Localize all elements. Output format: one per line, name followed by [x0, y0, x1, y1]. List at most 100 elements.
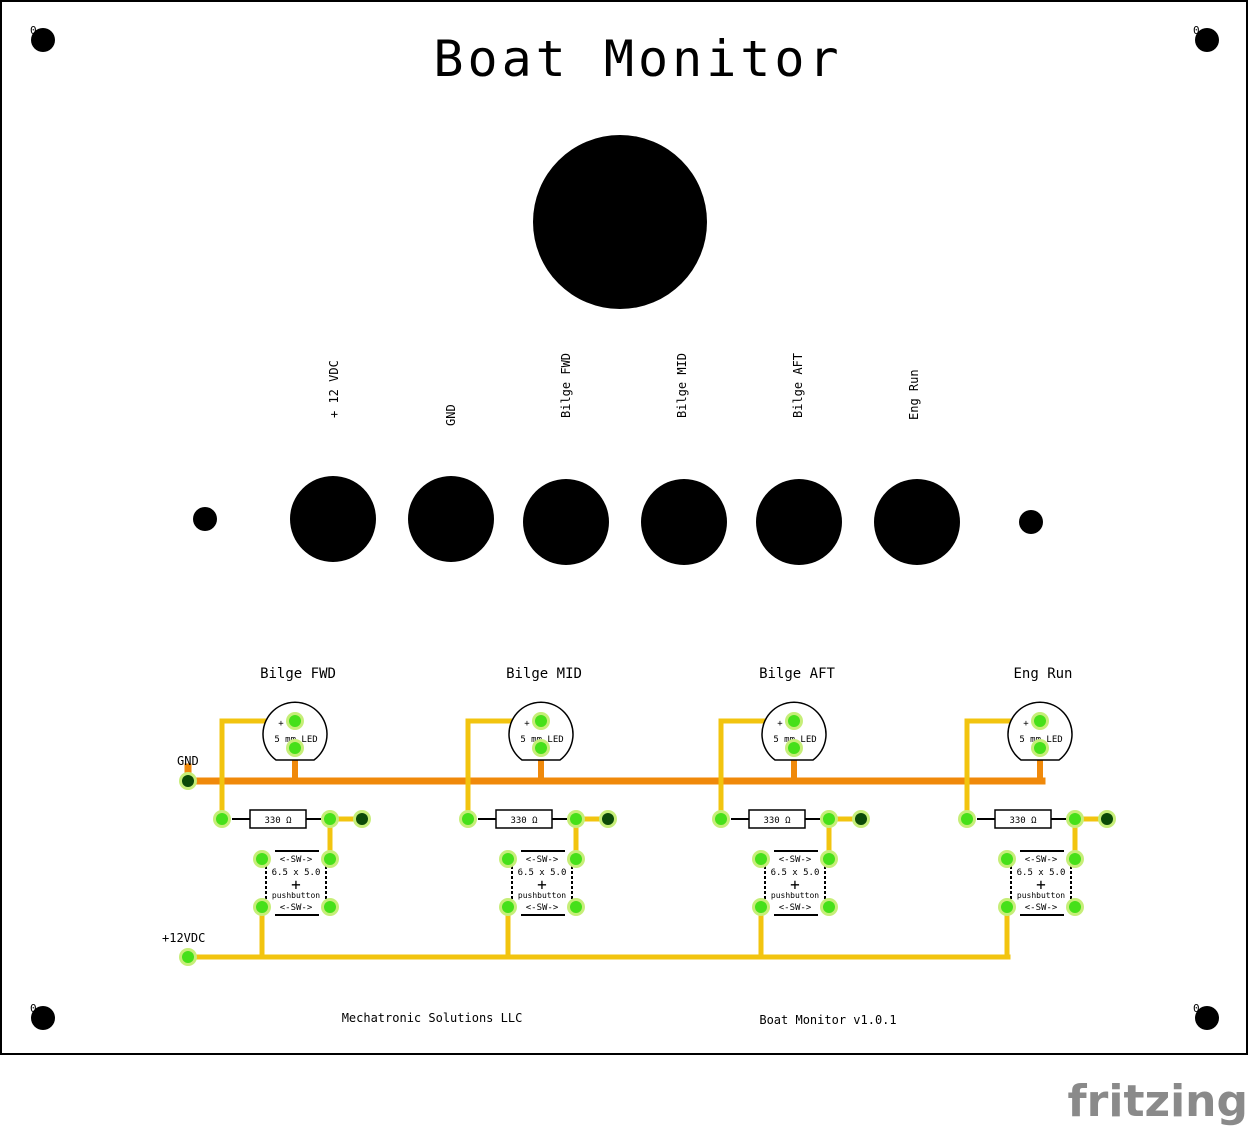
button-sw-label: <-SW->: [526, 903, 559, 913]
led-cathode-pad-hole: [1034, 742, 1046, 754]
resistor-body: [994, 809, 1052, 829]
resistor-left-pad-hole: [961, 813, 973, 825]
resistor-left-pad-hole: [462, 813, 474, 825]
button-sw-label: <-SW->: [1025, 855, 1058, 865]
terminal-hole-bilge-mid: [641, 479, 727, 565]
version-label: Boat Monitor v1.0.1: [759, 1013, 896, 1027]
solder-pads: [179, 712, 1116, 966]
led-cathode-pad-hole: [289, 742, 301, 754]
signal-pad-hole: [1101, 813, 1113, 825]
button-sw-label: <-SW->: [280, 903, 313, 913]
corner-mark: 0: [1193, 1002, 1200, 1015]
button-pad-hole: [755, 853, 767, 865]
corner-mark: 0: [30, 1002, 37, 1015]
led-outline: [508, 701, 574, 761]
gnd-rail-pad-hole: [182, 775, 194, 787]
terminal-label-bilge-fwd: Bilge FWD: [559, 353, 573, 418]
small-hole-left: [193, 507, 217, 531]
button-plus-label: +: [291, 875, 301, 894]
mounting-hole-bottom-left: [31, 1006, 55, 1030]
button-sw-label: <-SW->: [779, 903, 812, 913]
fritzing-watermark: fritzing: [1068, 1076, 1248, 1126]
button-pad-hole: [1001, 853, 1013, 865]
signal-pad-hole: [602, 813, 614, 825]
signal-pad-hole: [855, 813, 867, 825]
button-sw-label: <-SW->: [779, 855, 812, 865]
terminal-label-bilge-aft: Bilge AFT: [791, 353, 805, 418]
terminal-hole-bilge-aft: [756, 479, 842, 565]
terminal-holes: [290, 476, 960, 565]
led-outline: [1007, 701, 1073, 761]
led-anode-pad-hole: [788, 715, 800, 727]
terminal-labels: + 12 VDC GND Bilge FWD Bilge MID Bilge A…: [327, 353, 921, 426]
button-pad-hole: [1001, 901, 1013, 913]
resistor-right-pad-hole: [324, 813, 336, 825]
button-pad-hole: [755, 901, 767, 913]
resistor-left-pad-hole: [216, 813, 228, 825]
terminal-label-eng-run: Eng Run: [907, 369, 921, 420]
button-pad-hole: [570, 901, 582, 913]
button-sw-label: <-SW->: [280, 855, 313, 865]
button-size-label: 6.5 x 5.0: [518, 868, 567, 878]
mounting-hole-bottom-right: [1195, 1006, 1219, 1030]
resistor-body: [249, 809, 307, 829]
button-type-label: pushbutton: [272, 891, 320, 900]
resistor-right-pad-hole: [823, 813, 835, 825]
board-title: Boat Monitor: [433, 30, 842, 88]
button-plus-label: +: [537, 875, 547, 894]
resistor-label: 330 Ω: [510, 816, 538, 826]
resistor-label: 330 Ω: [264, 816, 292, 826]
button-plus-label: +: [790, 875, 800, 894]
led-polarity-mark: +: [524, 719, 530, 729]
button-size-label: 6.5 x 5.0: [1017, 868, 1066, 878]
resistor-left-pad-hole: [715, 813, 727, 825]
resistor-right-pad-hole: [570, 813, 582, 825]
mounting-hole-top-left: [31, 28, 55, 52]
channel-title: Bilge AFT: [759, 666, 835, 682]
signal-pad-hole: [356, 813, 368, 825]
led-anode-pad-hole: [289, 715, 301, 727]
button-pad-hole: [502, 853, 514, 865]
resistor-label: 330 Ω: [1009, 816, 1037, 826]
button-pad-hole: [256, 853, 268, 865]
channel-title: Eng Run: [1013, 666, 1072, 682]
button-pad-hole: [256, 901, 268, 913]
led-polarity-mark: +: [777, 719, 783, 729]
button-plus-label: +: [1036, 875, 1046, 894]
resistor-body: [748, 809, 806, 829]
button-type-label: pushbutton: [771, 891, 819, 900]
terminal-hole-gnd: [408, 476, 494, 562]
button-type-label: pushbutton: [1017, 891, 1065, 900]
resistor-label: 330 Ω: [763, 816, 791, 826]
button-sw-label: <-SW->: [526, 855, 559, 865]
led-outline: [262, 701, 328, 761]
resistor-right-pad-hole: [1069, 813, 1081, 825]
button-pad-hole: [1069, 853, 1081, 865]
terminal-hole-12vdc: [290, 476, 376, 562]
company-label: Mechatronic Solutions LLC: [342, 1011, 523, 1025]
led-polarity-mark: +: [278, 719, 284, 729]
button-type-label: pushbutton: [518, 891, 566, 900]
gnd-rail-label: GND: [177, 754, 199, 768]
button-pad-hole: [324, 901, 336, 913]
button-pad-hole: [1069, 901, 1081, 913]
button-size-label: 6.5 x 5.0: [771, 868, 820, 878]
button-pad-hole: [324, 853, 336, 865]
led-anode-pad-hole: [1034, 715, 1046, 727]
channel-title: Bilge FWD: [260, 666, 336, 682]
button-pad-hole: [823, 901, 835, 913]
corner-mark: 0: [30, 24, 37, 37]
small-hole-right: [1019, 510, 1043, 534]
mounting-holes: [31, 28, 1219, 1030]
terminal-label-gnd: GND: [444, 404, 458, 426]
large-center-hole: [533, 135, 707, 309]
vdc-rail-label: +12VDC: [162, 931, 205, 945]
led-cathode-pad-hole: [535, 742, 547, 754]
resistor-body: [495, 809, 553, 829]
channel-title: Bilge MID: [506, 666, 582, 682]
mounting-hole-top-right: [1195, 28, 1219, 52]
corner-marks: 0 0 0 0: [30, 24, 1200, 1015]
button-pad-hole: [823, 853, 835, 865]
